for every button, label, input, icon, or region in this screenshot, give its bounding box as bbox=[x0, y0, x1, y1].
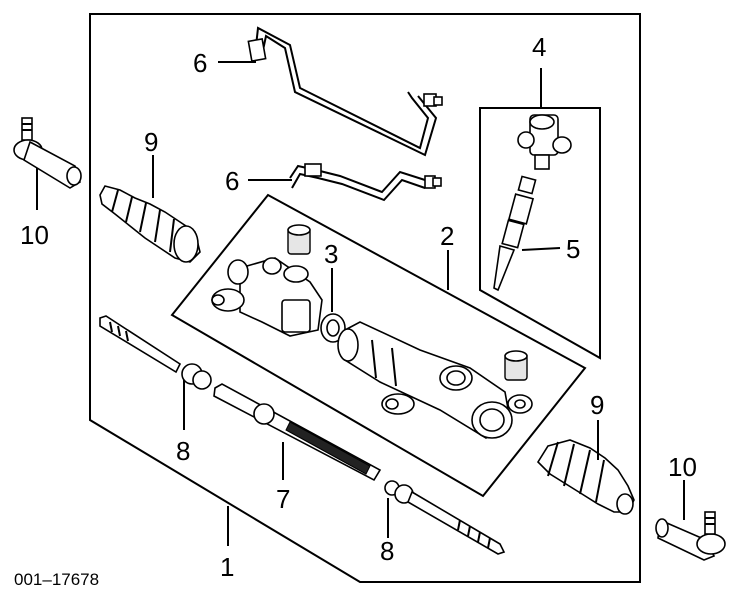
callout-9-right: 9 bbox=[590, 390, 604, 420]
pressure-line-upper bbox=[247, 26, 443, 157]
callout-8-lower: 8 bbox=[380, 536, 394, 566]
callout-10-right: 10 bbox=[668, 452, 697, 482]
gear-housing bbox=[211, 224, 533, 439]
valve-frame bbox=[479, 107, 601, 360]
leader-lines bbox=[36, 61, 685, 546]
steering-rack bbox=[213, 383, 382, 482]
callout-8-upper: 8 bbox=[176, 436, 190, 466]
gear-frame bbox=[170, 193, 587, 498]
inner-tie-rod-upper bbox=[99, 315, 212, 390]
inner-tie-rod-lower bbox=[384, 480, 506, 555]
callout-7: 7 bbox=[276, 484, 290, 514]
tie-rod-end-right bbox=[655, 511, 726, 561]
reference-number: 001–17678 bbox=[14, 570, 99, 589]
callout-4: 4 bbox=[532, 32, 546, 62]
callout-6-upper: 6 bbox=[193, 48, 207, 78]
callout-6-lower: 6 bbox=[225, 166, 239, 196]
callout-10-left: 10 bbox=[20, 220, 49, 250]
tie-rod-end-left bbox=[13, 117, 82, 189]
valve-shaft bbox=[493, 175, 537, 292]
callout-3: 3 bbox=[324, 239, 338, 269]
callout-5: 5 bbox=[566, 234, 580, 264]
callout-2: 2 bbox=[440, 221, 454, 251]
control-valve-body bbox=[517, 114, 572, 170]
main-frame bbox=[89, 13, 641, 583]
seal-ring bbox=[320, 313, 346, 343]
callout-9-left: 9 bbox=[144, 127, 158, 157]
callout-1: 1 bbox=[220, 552, 234, 582]
dust-boot-right bbox=[536, 439, 635, 515]
pressure-line-lower bbox=[289, 163, 442, 202]
dust-boot-left bbox=[99, 185, 201, 263]
